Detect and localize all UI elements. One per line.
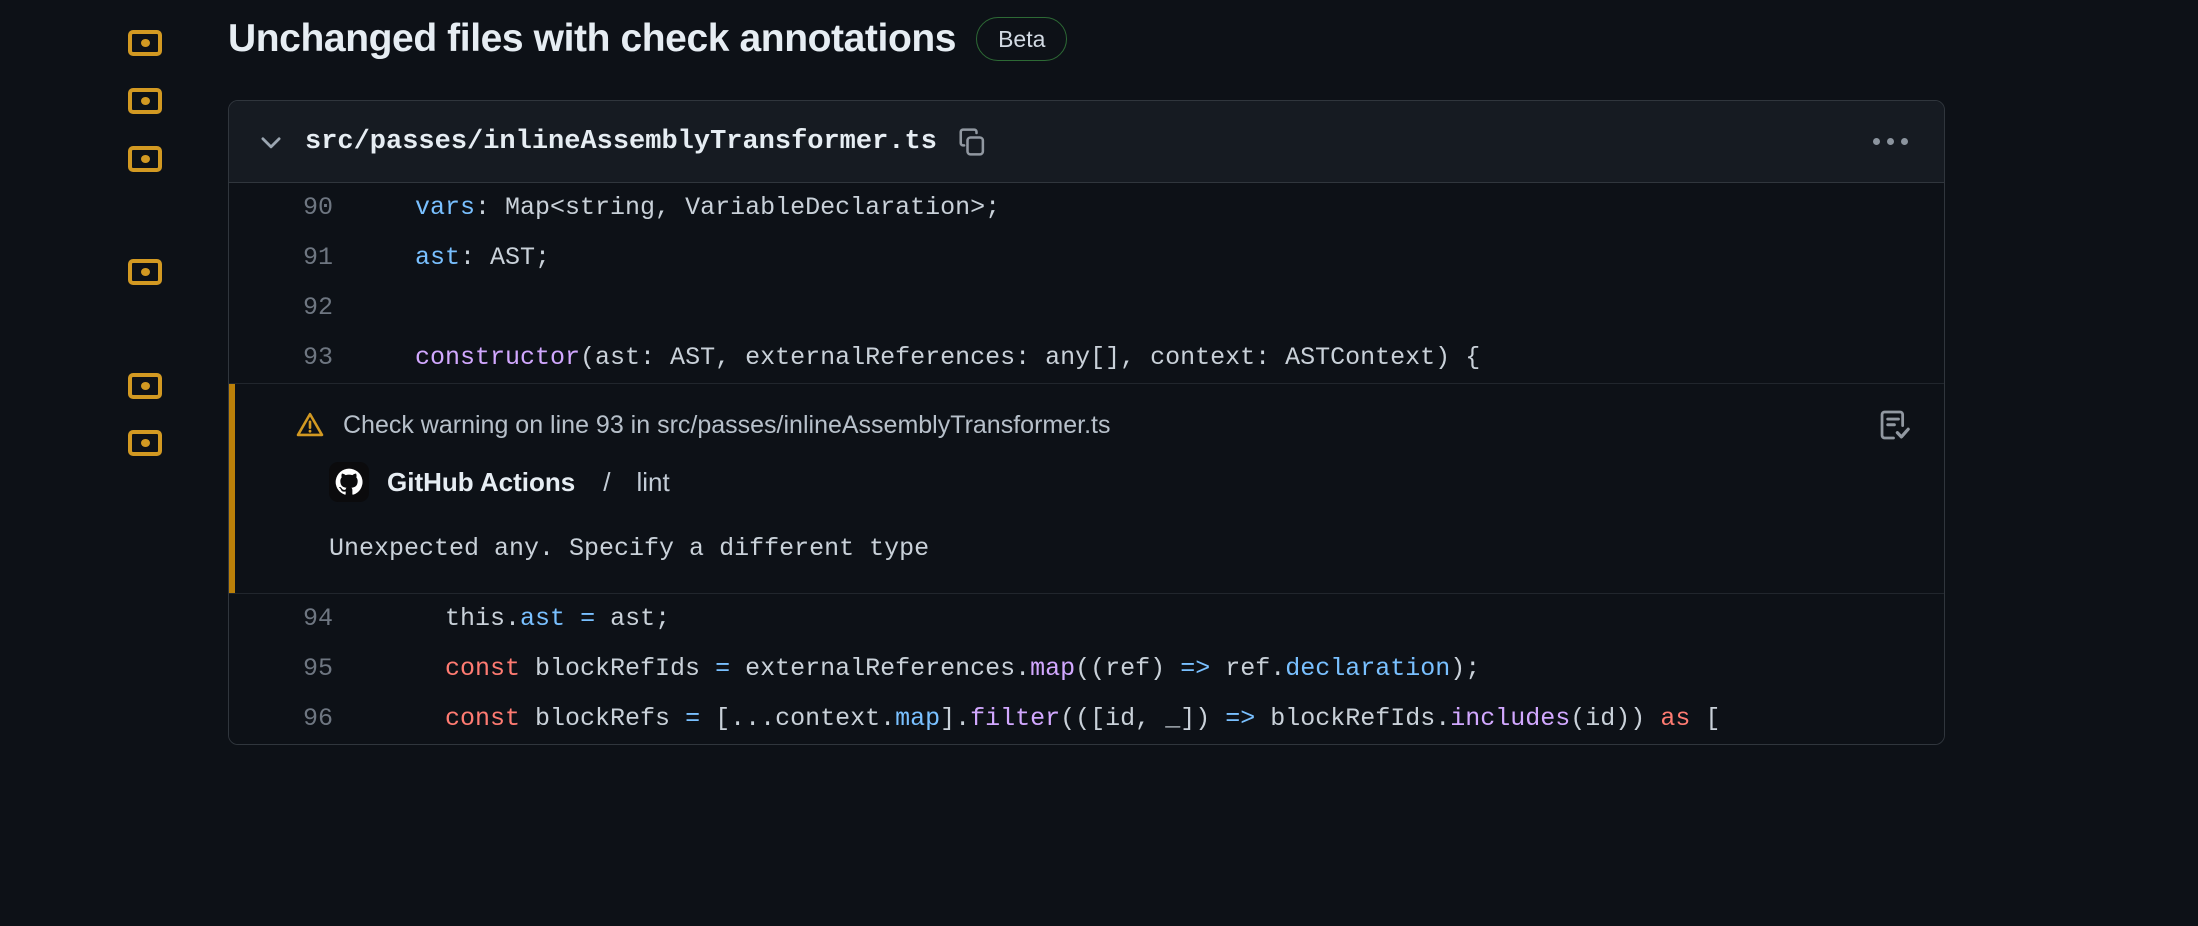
code-token: [...context. xyxy=(700,704,896,733)
code-line: 93 constructor(ast: AST, externalReferen… xyxy=(229,333,1944,383)
code-line: 95 const blockRefIds = externalReference… xyxy=(229,644,1944,694)
code-token: => xyxy=(1225,704,1256,733)
code-line: 94 this.ast = ast; xyxy=(229,594,1944,644)
code-token: blockRefIds. xyxy=(1255,704,1451,733)
code-token: ]. xyxy=(940,704,971,733)
line-number[interactable]: 93 xyxy=(302,343,333,372)
code-token: => xyxy=(1180,654,1211,683)
kebab-horizontal-icon[interactable] xyxy=(1867,130,1914,153)
code-token: ast; xyxy=(595,604,671,633)
line-number[interactable]: 92 xyxy=(302,293,333,322)
code-token: map xyxy=(895,704,941,733)
line-number[interactable]: 96 xyxy=(302,704,333,733)
code-token: ref. xyxy=(1210,654,1286,683)
actor-job[interactable]: lint xyxy=(636,466,670,497)
code-token: ast xyxy=(520,604,566,633)
code-token: this. xyxy=(385,604,521,633)
code-token: = xyxy=(715,654,731,683)
github-actions-logo-icon xyxy=(329,462,369,502)
code-token xyxy=(385,243,415,272)
checklist-icon[interactable] xyxy=(1876,406,1914,444)
code-token: externalReferences. xyxy=(730,654,1031,683)
code-token: declaration xyxy=(1285,654,1451,683)
annotation-actor-row: GitHub Actions / lint xyxy=(229,462,1944,502)
code-lines-before: 90 vars: Map<string, VariableDeclaration… xyxy=(229,183,1944,383)
page-heading: Unchanged files with check annotations B… xyxy=(228,16,1068,63)
code-line: 96 const blockRefs = [...context.map].fi… xyxy=(229,694,1944,744)
line-content: ast: AST; xyxy=(359,233,1944,283)
code-token: : AST; xyxy=(460,243,551,272)
annotation-marker-icon xyxy=(128,430,162,456)
code-token xyxy=(385,654,445,683)
annotation-headline-row: Check warning on line 93 in src/passes/i… xyxy=(229,410,1944,440)
annotation-message: Unexpected any. Specify a different type xyxy=(329,534,930,563)
annotation-marker-icon xyxy=(128,373,162,399)
code-line: 90 vars: Map<string, VariableDeclaration… xyxy=(229,183,1944,233)
code-lines-after: 94 this.ast = ast;95 const blockRefIds =… xyxy=(229,594,1944,744)
code-token: (ast: AST, externalReferences: any[], co… xyxy=(580,343,1481,372)
code-token xyxy=(385,193,415,222)
code-token: [ xyxy=(1690,704,1721,733)
code-token: = xyxy=(580,604,596,633)
code-token: vars xyxy=(415,193,476,222)
line-number[interactable]: 91 xyxy=(302,243,333,272)
code-token: as xyxy=(1660,704,1691,733)
code-token: ((ref) xyxy=(1075,654,1181,683)
status-badge: Beta xyxy=(976,17,1068,62)
line-number[interactable]: 95 xyxy=(302,654,333,683)
annotation-headline: Check warning on line 93 in src/passes/i… xyxy=(343,410,1111,439)
copy-icon[interactable] xyxy=(955,125,989,159)
chevron-down-icon[interactable] xyxy=(255,126,287,158)
code-token: const xyxy=(445,654,521,683)
line-number[interactable]: 90 xyxy=(302,193,333,222)
code-token: constructor xyxy=(415,343,581,372)
check-annotation: Check warning on line 93 in src/passes/i… xyxy=(229,383,1944,594)
line-content: const blockRefs = [...context.map].filte… xyxy=(359,694,1944,744)
code-token xyxy=(385,704,445,733)
code-token xyxy=(565,604,580,633)
file-header: src/passes/inlineAssemblyTransformer.ts xyxy=(229,101,1944,183)
annotation-marker-icon xyxy=(128,146,162,172)
code-token: = xyxy=(685,704,701,733)
file-diff-card: src/passes/inlineAssemblyTransformer.ts … xyxy=(228,100,1945,745)
code-token: const xyxy=(445,704,521,733)
code-line: 91 ast: AST; xyxy=(229,233,1944,283)
code-token: ); xyxy=(1450,654,1481,683)
code-token: blockRefIds xyxy=(520,654,716,683)
line-number[interactable]: 94 xyxy=(302,604,333,633)
code-token: includes xyxy=(1450,704,1571,733)
line-content: constructor(ast: AST, externalReferences… xyxy=(359,333,1944,383)
line-content: vars: Map<string, VariableDeclaration>; xyxy=(359,183,1944,233)
code-token: (id)) xyxy=(1570,704,1661,733)
code-token: blockRefs xyxy=(520,704,686,733)
line-content: this.ast = ast; xyxy=(359,594,1944,644)
code-token: filter xyxy=(970,704,1061,733)
annotation-marker-icon xyxy=(128,30,162,56)
page-title: Unchanged files with check annotations xyxy=(228,17,957,60)
code-token xyxy=(385,343,415,372)
code-token: map xyxy=(1030,654,1076,683)
actor-name[interactable]: GitHub Actions xyxy=(387,466,576,497)
code-line: 92 xyxy=(229,283,1944,333)
code-token: : Map<string, VariableDeclaration>; xyxy=(475,193,1001,222)
annotation-marker-icon xyxy=(128,259,162,285)
annotation-gutter xyxy=(0,0,162,926)
code-token: ast xyxy=(415,243,461,272)
annotation-marker-icon xyxy=(128,88,162,114)
code-token: (([id, _]) xyxy=(1060,704,1226,733)
alert-triangle-icon xyxy=(295,410,325,440)
file-path[interactable]: src/passes/inlineAssemblyTransformer.ts xyxy=(305,126,937,157)
line-content: const blockRefIds = externalReferences.m… xyxy=(359,644,1944,694)
actor-separator: / xyxy=(603,466,611,497)
